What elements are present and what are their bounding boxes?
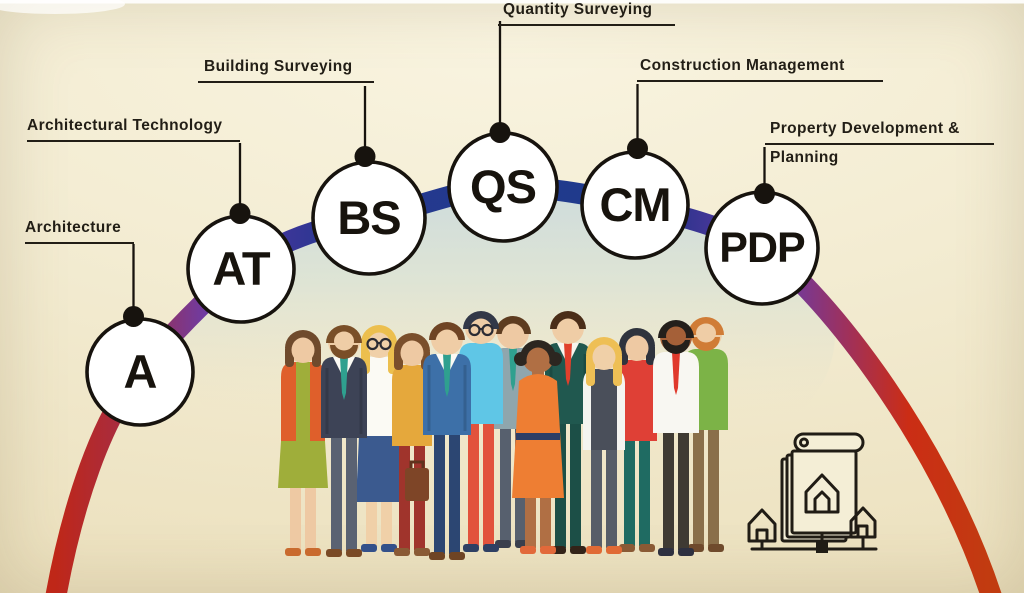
dot-quantity-surveying bbox=[489, 122, 511, 143]
person bbox=[356, 325, 402, 552]
dot-building-surveying bbox=[354, 146, 376, 167]
dot-construction-management bbox=[627, 138, 648, 159]
house-on-plan-icon bbox=[804, 473, 840, 514]
dot-architecture bbox=[123, 306, 144, 327]
discipline-nodes bbox=[85, 131, 820, 427]
label-architectural-technology: Architectural Technology bbox=[27, 117, 240, 142]
person bbox=[583, 337, 625, 554]
node-circle-architecture bbox=[85, 317, 195, 427]
dot-architectural-technology bbox=[229, 203, 251, 224]
small-house-right-icon bbox=[849, 506, 877, 539]
node-circle-building-surveying bbox=[311, 160, 427, 276]
label-quantity-surveying: Quantity Surveying bbox=[498, 1, 675, 26]
top-left-artifact bbox=[0, 0, 125, 14]
person bbox=[278, 330, 328, 556]
top-edge-artifact bbox=[0, 0, 1024, 4]
person bbox=[617, 328, 657, 552]
label-architecture: Architecture bbox=[25, 219, 134, 244]
label-property-development-planning: Property Development & Planning bbox=[765, 120, 994, 167]
person bbox=[459, 311, 503, 552]
node-circle-property-development bbox=[704, 190, 820, 306]
dot-property-development bbox=[754, 183, 775, 204]
person bbox=[512, 340, 564, 554]
people-crowd-illustration bbox=[278, 311, 728, 560]
label-connectors bbox=[132, 21, 766, 315]
node-circle-architectural-technology bbox=[186, 214, 296, 324]
label-construction-management: Construction Management bbox=[637, 57, 883, 82]
label-pdp-line1: Property Development & bbox=[765, 120, 994, 145]
anchor-dots bbox=[123, 122, 775, 327]
label-pdp-line2: Planning bbox=[770, 148, 839, 166]
small-house-left-icon bbox=[747, 508, 777, 543]
node-circle-quantity-surveying bbox=[447, 131, 559, 243]
person bbox=[321, 325, 367, 557]
node-circle-construction-management bbox=[580, 150, 690, 260]
property-document-houses-icon bbox=[747, 432, 878, 553]
person bbox=[405, 322, 471, 560]
person bbox=[653, 320, 699, 556]
label-building-surveying: Building Surveying bbox=[198, 58, 374, 83]
